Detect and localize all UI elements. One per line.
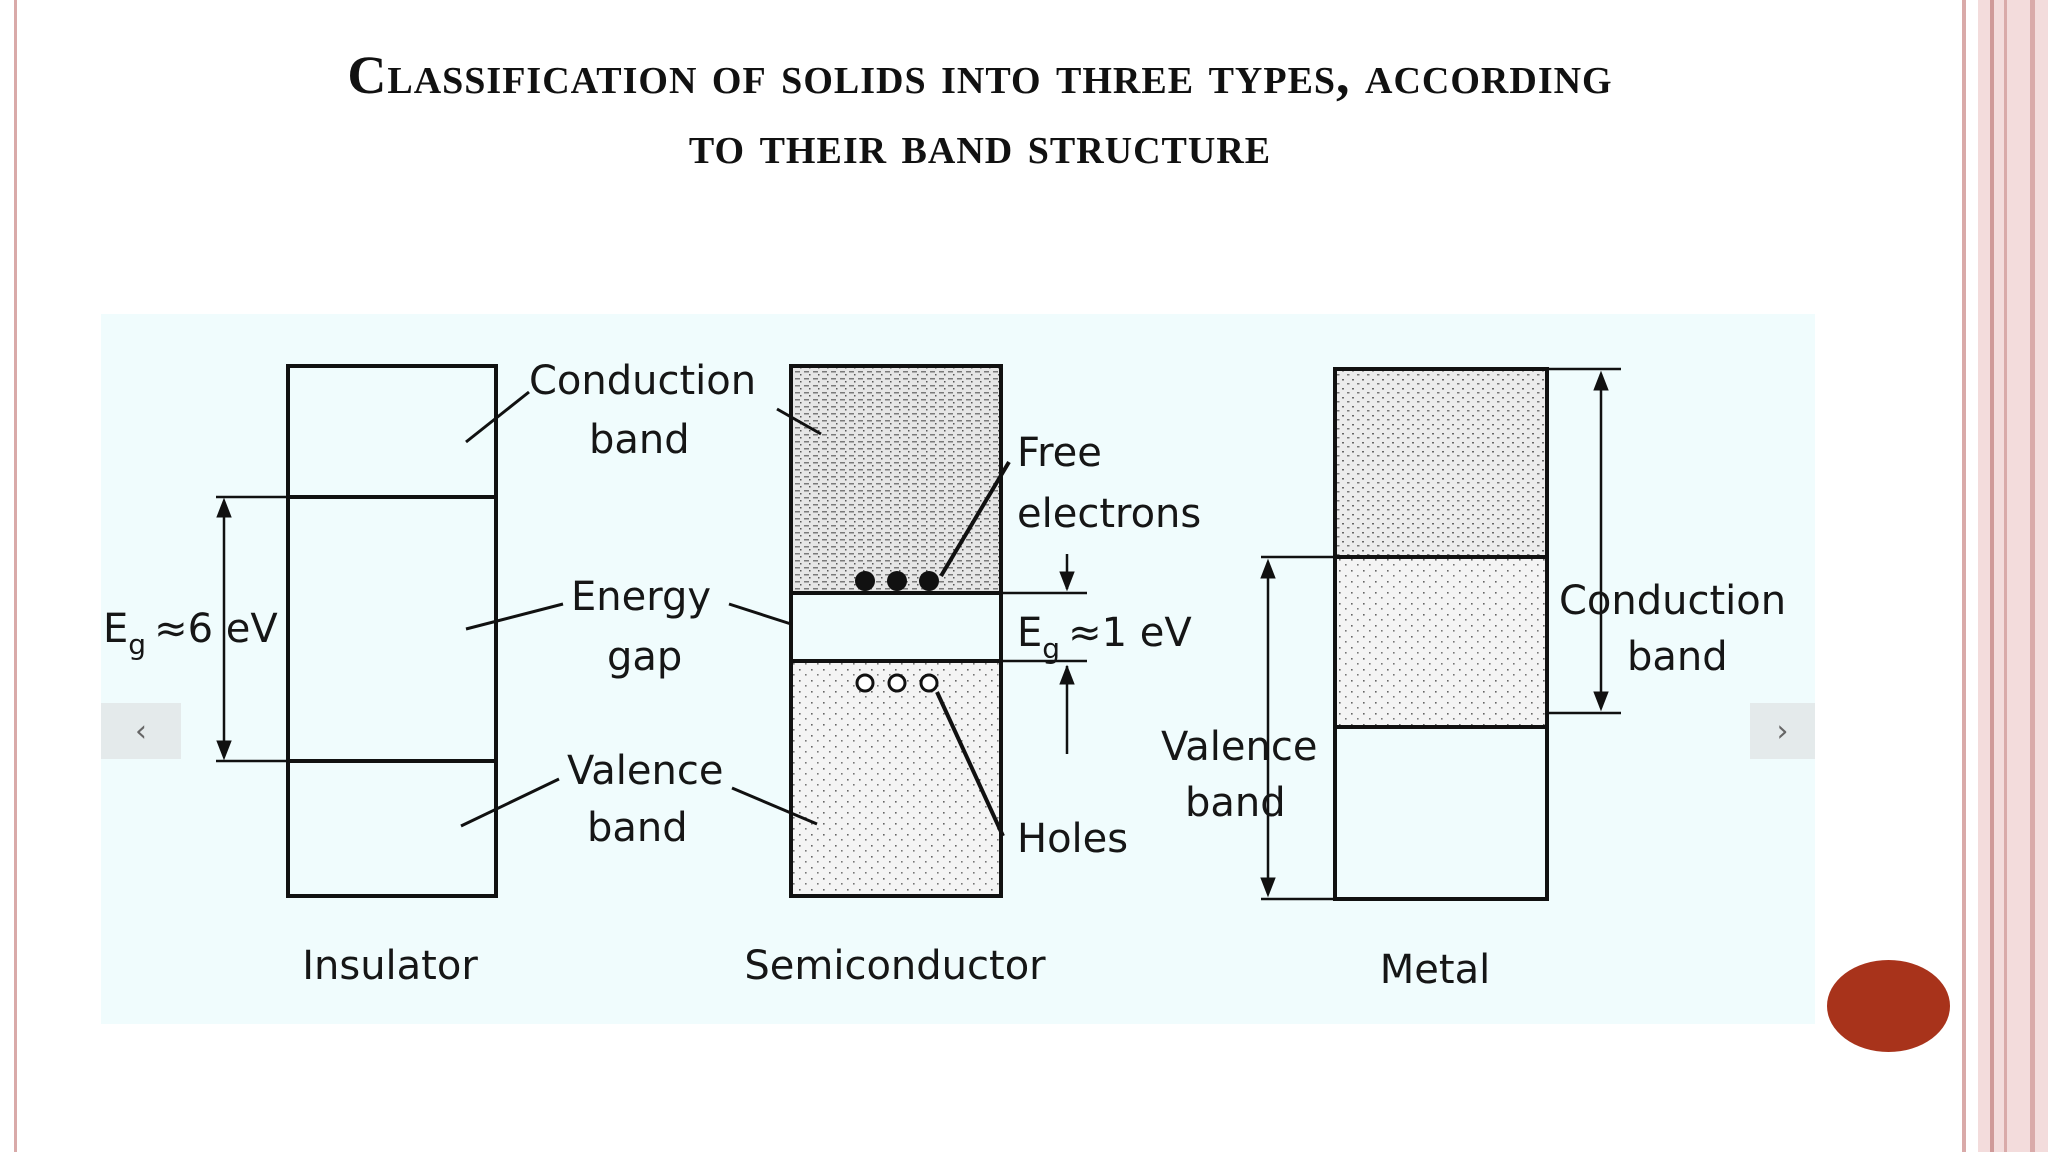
semiconductor-valence-leader	[731, 786, 818, 826]
slide-frame-right-stripe-1	[1990, 0, 1994, 1152]
semiconductor-free-label-2: electrons	[1017, 491, 1201, 537]
semiconductor-diagram	[728, 364, 1087, 898]
semiconductor-eg-arrowhead-bottom	[1059, 664, 1075, 685]
metal-conduction-label-1: Conduction	[1559, 578, 1786, 624]
metal-valence-arrowhead-top	[1260, 558, 1276, 579]
metal-valence-label-1: Valence	[1161, 724, 1317, 770]
metal-diagram	[1260, 367, 1621, 901]
semiconductor-free-electron	[919, 571, 939, 591]
insulator-valence-leader	[460, 777, 560, 828]
insulator-eg-subscript: g	[128, 628, 146, 661]
insulator-eg-arrowhead-top	[216, 497, 232, 518]
slide-title-line-2: to their band structure	[688, 115, 1272, 175]
semiconductor-free-electrons-leader	[939, 460, 1011, 578]
semiconductor-hole	[887, 673, 907, 693]
semiconductor-free-label-1: Free	[1017, 430, 1102, 476]
insulator-gap-leader	[465, 602, 564, 631]
slide-frame-right-stripe-2	[2004, 0, 2007, 1152]
metal-valence-arrowhead-bottom	[1260, 877, 1276, 898]
semiconductor-caption: Semiconductor	[744, 943, 1046, 989]
semiconductor-conduction-leader	[776, 407, 822, 436]
insulator-eg-label: Eg≈6 eV	[103, 606, 278, 661]
carousel-prev-button[interactable]: ‹	[101, 703, 181, 759]
semiconductor-eg-subscript: g	[1042, 632, 1060, 665]
slide-frame-right-line	[1962, 0, 1966, 1152]
insulator-caption: Insulator	[302, 943, 478, 989]
slide-frame-right-band	[1978, 0, 2048, 1152]
semiconductor-eg-symbol: E	[1017, 610, 1042, 656]
semiconductor-free-electron	[887, 571, 907, 591]
metal-valence-label-2: band	[1185, 780, 1286, 826]
insulator-diagram	[216, 364, 564, 898]
slide-accent-circle	[1827, 960, 1950, 1052]
insulator-conduction-label-2: band	[589, 417, 690, 463]
insulator-gap-label-1: Energy	[571, 574, 711, 620]
insulator-valence-label-2: band	[587, 805, 688, 851]
semiconductor-eg-label: Eg≈1 eV	[1017, 610, 1192, 665]
semiconductor-conduction-band	[789, 364, 1003, 595]
metal-conduction-arrowhead-top	[1593, 370, 1609, 391]
slide-title: Classification of solids into three type…	[120, 40, 1840, 180]
insulator-valence-label-1: Valence	[567, 748, 723, 794]
semiconductor-energy-gap	[789, 591, 1003, 663]
insulator-gap-label-2: gap	[607, 634, 682, 680]
semiconductor-hole	[919, 673, 939, 693]
insulator-conduction-leader	[465, 390, 530, 444]
band-structure-figure: Conduction band Energy gap Valence band …	[101, 314, 1815, 1024]
semiconductor-eg-value: ≈1 eV	[1068, 610, 1192, 656]
semiconductor-free-electron	[855, 571, 875, 591]
metal-upper-conduction-region	[1333, 367, 1549, 559]
metal-valence-region	[1333, 725, 1549, 901]
insulator-eg-arrowhead-bottom	[216, 740, 232, 761]
slide-frame-left-line	[14, 0, 17, 1152]
metal-filled-conduction-region	[1333, 555, 1549, 729]
slide-title-line-1: Classification of solids into three type…	[347, 45, 1613, 105]
insulator-eg-value: ≈6 eV	[154, 606, 278, 652]
semiconductor-holes-label: Holes	[1017, 816, 1128, 862]
semiconductor-valence-band	[789, 659, 1003, 898]
slide-frame-right-stripe-3	[2030, 0, 2035, 1152]
metal-caption: Metal	[1380, 947, 1490, 993]
carousel-next-button[interactable]: ›	[1750, 703, 1815, 759]
semiconductor-gap-leader	[728, 602, 792, 626]
insulator-conduction-label-1: Conduction	[529, 358, 756, 404]
semiconductor-hole	[855, 673, 875, 693]
semiconductor-eg-arrowhead-top	[1059, 571, 1075, 592]
insulator-eg-symbol: E	[103, 606, 128, 652]
band-structure-diagram: Conduction band Energy gap Valence band …	[103, 358, 1786, 993]
insulator-band-box	[286, 364, 498, 898]
metal-conduction-arrowhead-bottom	[1593, 691, 1609, 712]
metal-conduction-label-2: band	[1627, 634, 1728, 680]
semiconductor-holes-leader	[935, 691, 1005, 837]
